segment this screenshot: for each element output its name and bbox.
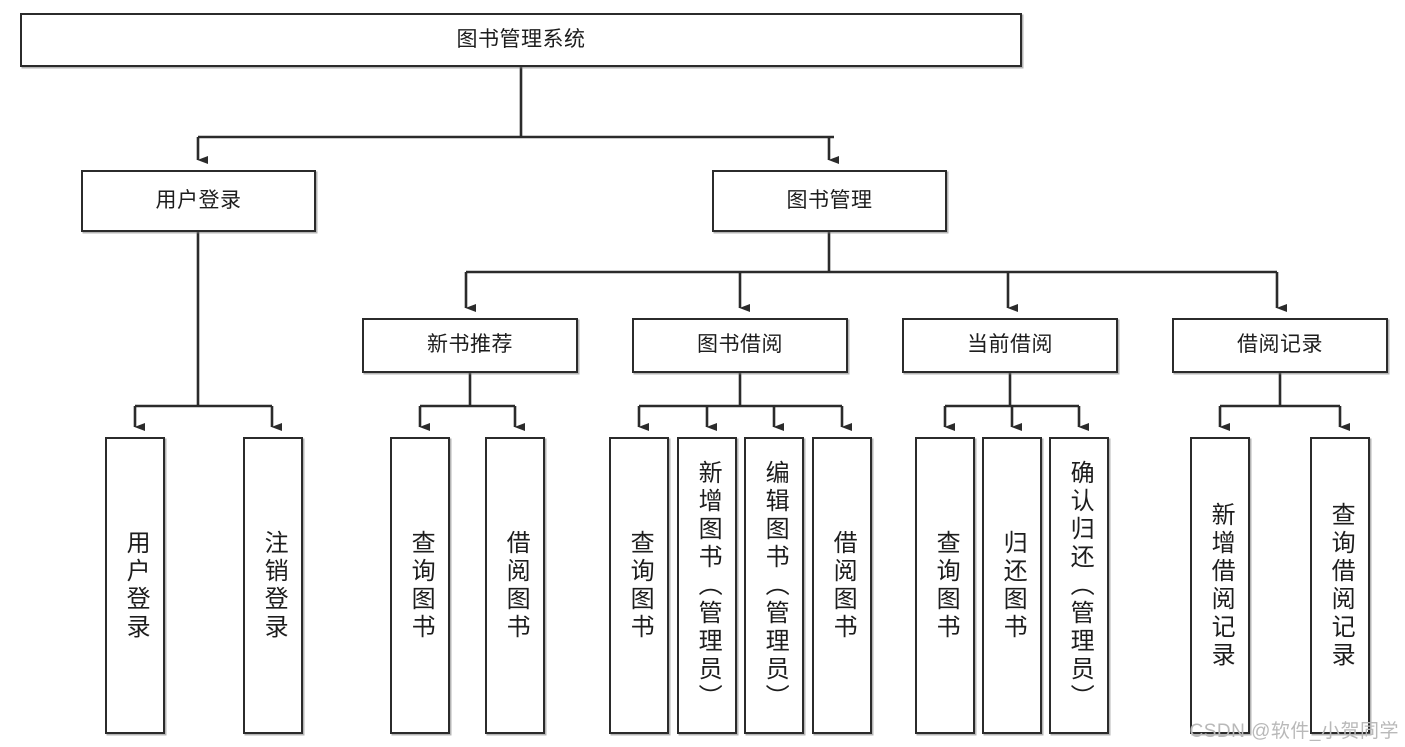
leaf-query-book-new[interactable]: 查询图书 xyxy=(390,437,450,734)
node-borrow-record-label: 借阅记录 xyxy=(1237,333,1323,357)
leaf-add-borrow-record-label: 新增借阅记录 xyxy=(1207,501,1235,670)
leaf-add-borrow-record[interactable]: 新增借阅记录 xyxy=(1190,437,1250,734)
leaf-user-login[interactable]: 用户登录 xyxy=(105,437,165,734)
leaf-add-book-admin[interactable]: 新增图书（管理员） xyxy=(677,437,737,734)
node-new-book-recommend-label: 新书推荐 xyxy=(427,333,513,357)
node-root-label: 图书管理系统 xyxy=(456,27,586,51)
node-book-management[interactable]: 图书管理 xyxy=(712,170,947,232)
leaf-query-borrow-record-label: 查询借阅记录 xyxy=(1327,501,1355,670)
leaf-borrow-book-new-label: 借阅图书 xyxy=(502,529,530,642)
leaf-confirm-return-admin[interactable]: 确认归还（管理员） xyxy=(1049,437,1109,734)
leaf-add-book-admin-label: 新增图书（管理员） xyxy=(694,459,722,712)
node-book-borrow[interactable]: 图书借阅 xyxy=(632,318,848,373)
leaf-query-book-label: 查询图书 xyxy=(626,529,654,642)
node-user-login-label: 用户登录 xyxy=(155,188,242,212)
node-root[interactable]: 图书管理系统 xyxy=(20,13,1022,67)
leaf-logout[interactable]: 注销登录 xyxy=(243,437,303,734)
leaf-query-book-current[interactable]: 查询图书 xyxy=(915,437,975,734)
leaf-confirm-return-admin-label: 确认归还（管理员） xyxy=(1066,459,1094,712)
node-current-borrow-label: 当前借阅 xyxy=(967,333,1053,357)
leaf-query-book[interactable]: 查询图书 xyxy=(609,437,669,734)
leaf-edit-book-admin[interactable]: 编辑图书（管理员） xyxy=(744,437,804,734)
leaf-logout-label: 注销登录 xyxy=(260,529,288,642)
leaf-borrow-book-new[interactable]: 借阅图书 xyxy=(485,437,545,734)
leaf-user-login-label: 用户登录 xyxy=(122,529,150,642)
node-new-book-recommend[interactable]: 新书推荐 xyxy=(362,318,578,373)
node-book-borrow-label: 图书借阅 xyxy=(697,333,783,357)
leaf-query-borrow-record[interactable]: 查询借阅记录 xyxy=(1310,437,1370,734)
node-book-management-label: 图书管理 xyxy=(786,188,873,212)
leaf-return-book-label: 归还图书 xyxy=(999,529,1027,642)
leaf-query-book-new-label: 查询图书 xyxy=(407,529,435,642)
leaf-edit-book-admin-label: 编辑图书（管理员） xyxy=(761,459,789,712)
leaf-return-book[interactable]: 归还图书 xyxy=(982,437,1042,734)
node-user-login[interactable]: 用户登录 xyxy=(81,170,316,232)
leaf-borrow-book-label: 借阅图书 xyxy=(829,529,857,642)
leaf-borrow-book[interactable]: 借阅图书 xyxy=(812,437,872,734)
node-current-borrow[interactable]: 当前借阅 xyxy=(902,318,1118,373)
node-borrow-record[interactable]: 借阅记录 xyxy=(1172,318,1388,373)
leaf-query-book-current-label: 查询图书 xyxy=(932,529,960,642)
